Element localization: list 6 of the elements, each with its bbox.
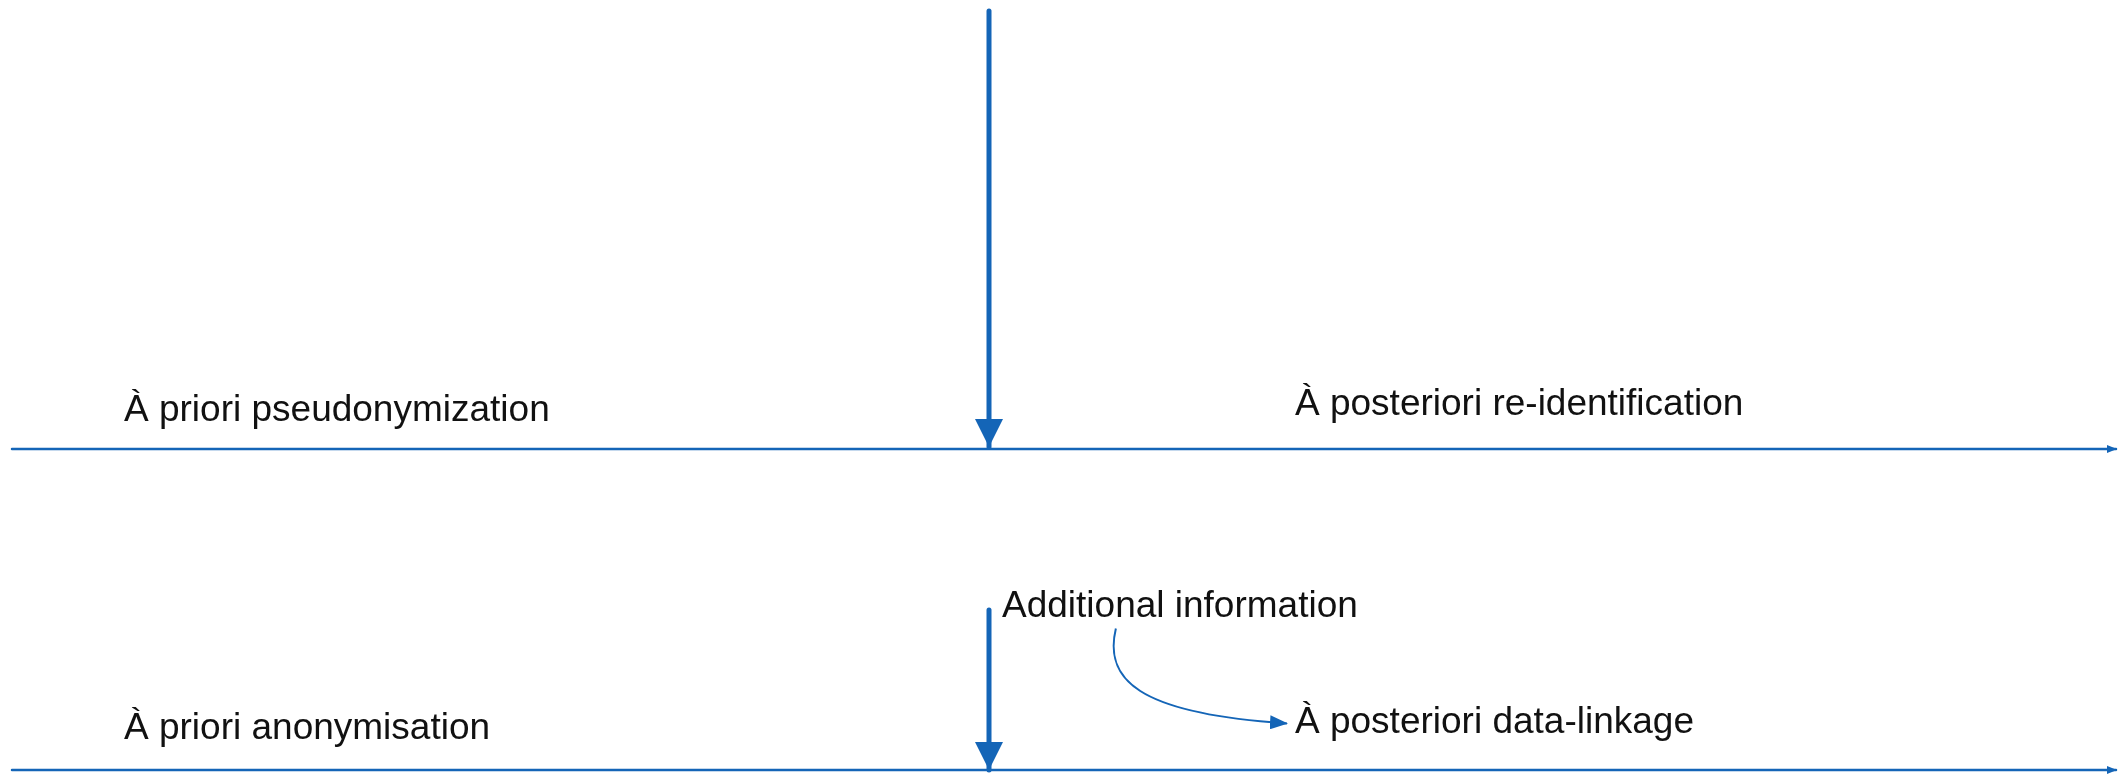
text-label: À priori pseudonymization xyxy=(124,388,550,431)
curved-arrow xyxy=(1112,627,1288,729)
text-label: À posteriori data-linkage xyxy=(1295,700,1694,743)
text-label: À posteriori re-identification xyxy=(1295,382,1744,425)
text-label: À priori anonymisation xyxy=(124,706,491,749)
text-label: Additional information xyxy=(1002,584,1358,627)
